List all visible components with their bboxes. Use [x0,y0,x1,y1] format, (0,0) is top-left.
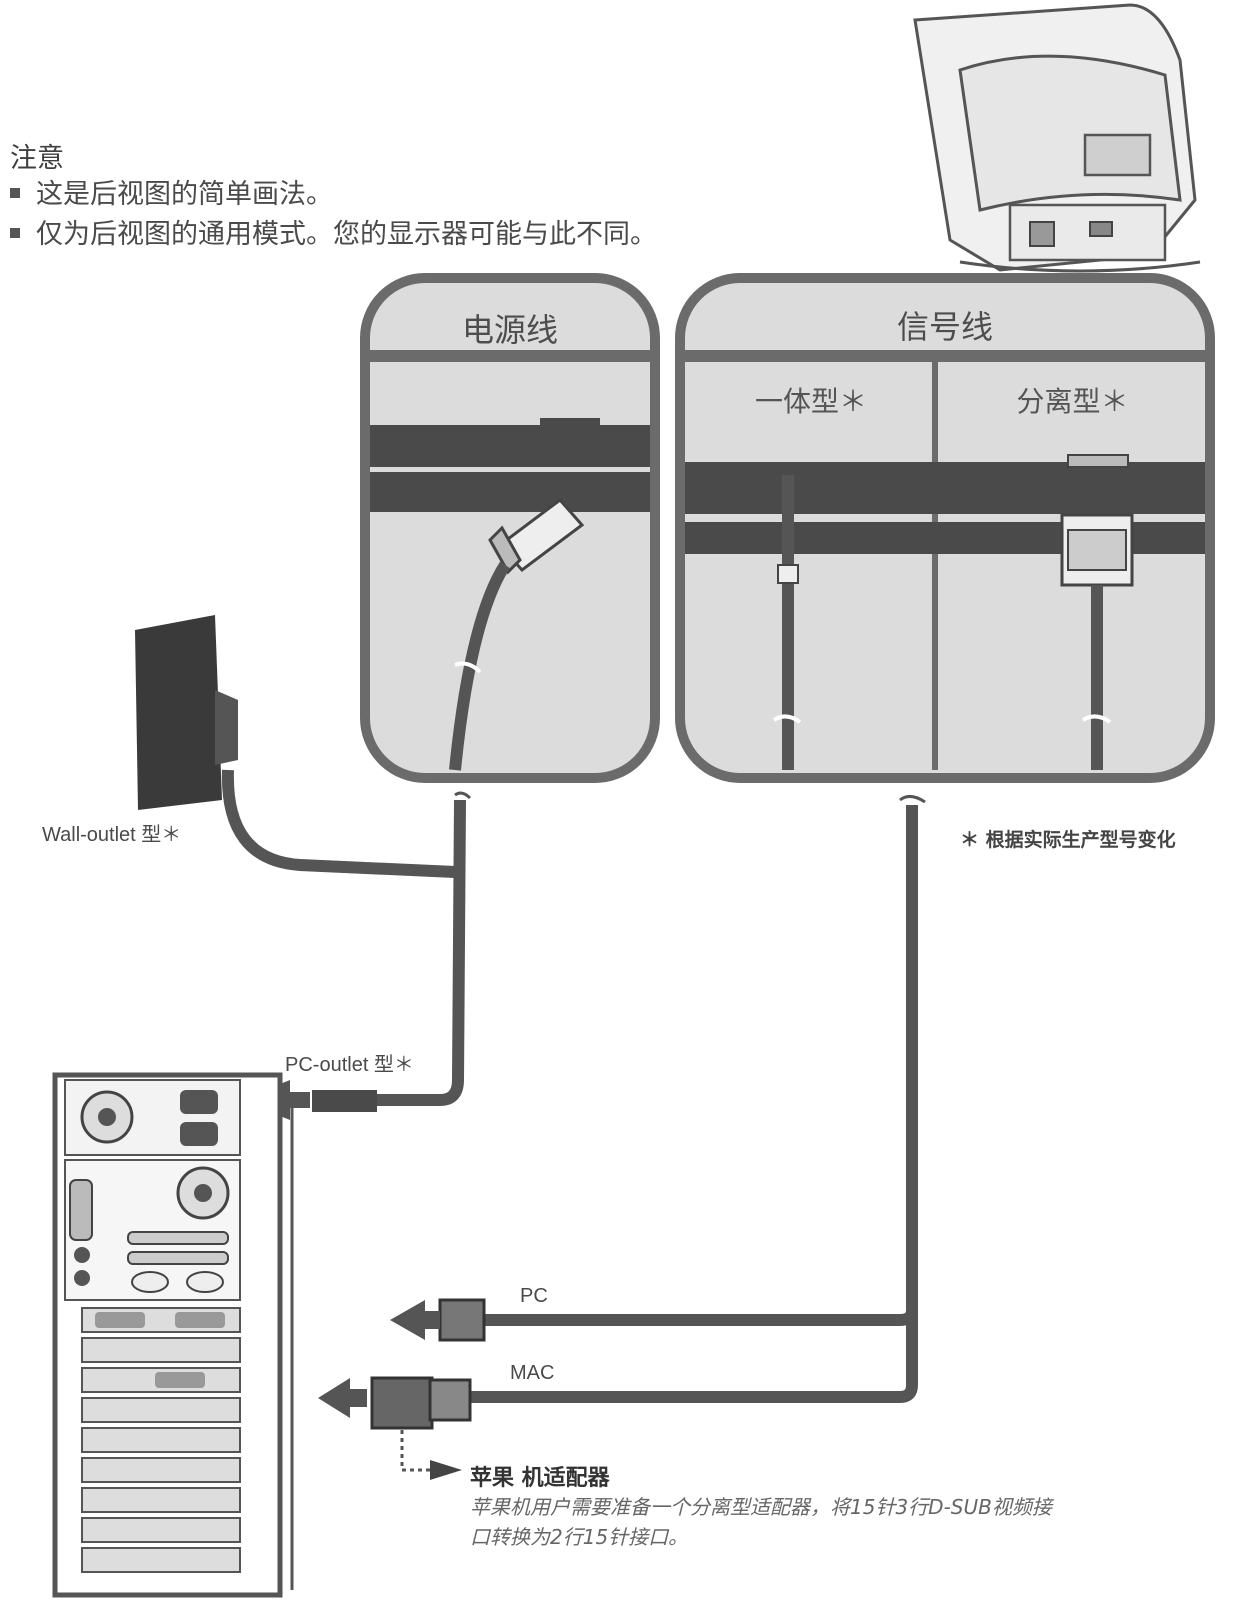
signal-cable-panel [675,273,1215,783]
power-cable-title: 电源线 [461,311,558,349]
footnote: ＊ 根据实际生产型号变化 [960,829,1176,851]
wall-outlet-illustration [135,615,238,810]
mac-adapter-description: 苹果机用户需要准备一个分离型适配器，将15针3行D-SUB视频接口转换为2行15… [470,1495,1052,1549]
note-item: 仅为后视图的通用模式。您的显示器可能与此不同。 [10,212,657,251]
signal-cable-title: 信号线 [896,308,993,346]
bullet-icon [10,187,20,198]
monitor-illustration [913,3,1201,273]
note-title: 注意 [10,143,64,174]
signal-cable-routing [318,795,926,1480]
pc-label: PC [520,1285,548,1307]
pc-outlet-label: PC-outlet 型＊ [285,1054,414,1076]
note-item-text: 仅为后视图的通用模式。您的显示器可能与此不同。 [36,219,657,250]
mac-adapter-title: 苹果 机适配器 [470,1466,610,1491]
pc-tower-illustration [52,1072,294,1598]
note-item-text: 这是后视图的简单画法。 [36,179,333,210]
note-item: 这是后视图的简单画法。 [10,172,333,211]
integrated-type-label: 一体型＊ [754,385,867,418]
detachable-type-label: 分离型＊ [1016,385,1129,418]
mac-label: MAC [510,1362,555,1384]
power-cable-panel [360,273,660,783]
bullet-icon [10,227,20,238]
wall-outlet-label: Wall-outlet 型＊ [42,824,182,846]
